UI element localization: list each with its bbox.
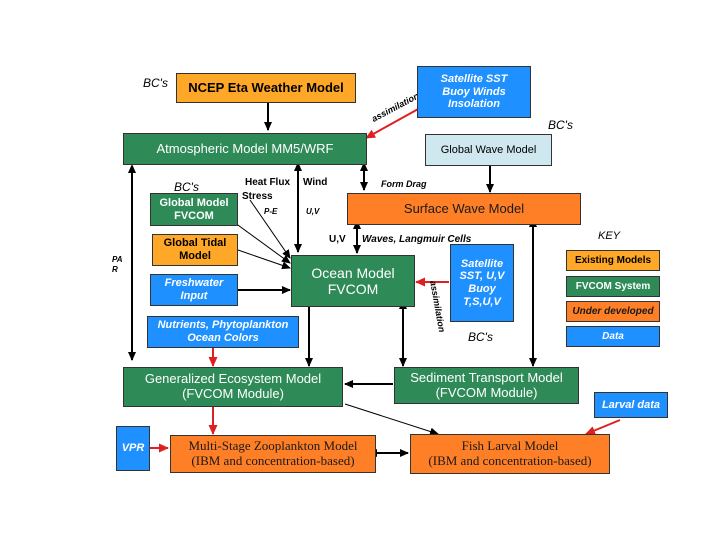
node-global-tidal-model: Global Tidal Model bbox=[152, 234, 238, 266]
label-pe: P-E bbox=[264, 207, 278, 216]
node-nutrients-phytoplankton: Nutrients, Phytoplankton Ocean Colors bbox=[147, 316, 299, 348]
label-bcs-top: BC's bbox=[143, 76, 168, 90]
arrow-larvaldata-fishlarval bbox=[585, 419, 621, 435]
label-par: PA R bbox=[112, 255, 123, 275]
node-zooplankton-model: Multi-Stage Zooplankton Model (IBM and c… bbox=[170, 435, 376, 473]
node-global-model-fvcom: Global Model FVCOM bbox=[150, 193, 238, 226]
key-title: KEY bbox=[598, 230, 621, 242]
node-sediment-transport: Sediment Transport Model (FVCOM Module) bbox=[394, 367, 579, 404]
node-larval-data: Larval data bbox=[594, 392, 668, 418]
node-atmospheric-model: Atmospheric Model MM5/WRF bbox=[123, 133, 367, 165]
key-existing-models: Existing Models bbox=[566, 250, 660, 271]
node-ncep: NCEP Eta Weather Model bbox=[176, 73, 356, 103]
label-bcs-right: BC's bbox=[548, 118, 573, 132]
node-ocean-model: Ocean Model FVCOM bbox=[291, 255, 415, 307]
node-surface-wave-model: Surface Wave Model bbox=[347, 193, 581, 225]
node-ecosystem-model: Generalized Ecosystem Model (FVCOM Modul… bbox=[123, 367, 343, 407]
label-bcs-left: BC's bbox=[174, 180, 199, 194]
label-uv-small: U,V bbox=[306, 207, 320, 216]
label-bcs-bottom: BC's bbox=[468, 330, 493, 344]
node-satellite-sst-top: Satellite SST Buoy Winds Insolation bbox=[417, 66, 531, 118]
key-under-developed: Under developed bbox=[566, 301, 660, 322]
node-fish-larval-model: Fish Larval Model (IBM and concentration… bbox=[410, 434, 610, 474]
arrow-satellite-assimilation-atmo bbox=[365, 107, 421, 139]
node-freshwater-input: Freshwater Input bbox=[150, 274, 238, 306]
label-waves-langmuir: Waves, Langmuir Cells bbox=[362, 234, 472, 245]
node-vpr: VPR bbox=[116, 426, 150, 471]
label-wind: Wind bbox=[303, 177, 328, 188]
arrow-ecosystem-fishlarval bbox=[344, 403, 439, 436]
label-heat-flux: Heat Flux bbox=[245, 177, 291, 188]
key-fvcom-system: FVCOM System bbox=[566, 276, 660, 297]
node-satellite-mid: Satellite SST, U,V Buoy T,S,U,V bbox=[450, 244, 514, 322]
label-stress: Stress bbox=[242, 191, 273, 202]
label-uv-ocean: U,V bbox=[329, 234, 346, 245]
label-form-drag: Form Drag bbox=[381, 179, 427, 189]
node-global-wave-model: Global Wave Model bbox=[425, 134, 552, 166]
arrow-global-tidal bbox=[237, 249, 291, 270]
arrow-heatflux bbox=[249, 199, 291, 259]
key-data: Data bbox=[566, 326, 660, 347]
